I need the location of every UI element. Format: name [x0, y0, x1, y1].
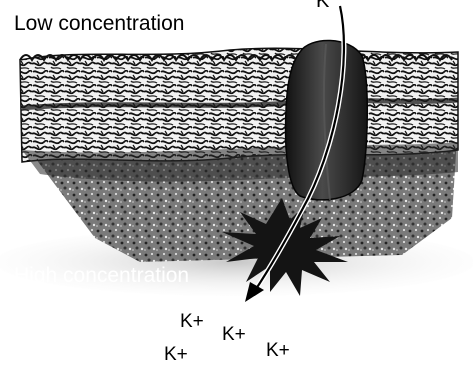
label-ion-entering: K [316, 0, 330, 12]
ion-k-4: K+ [266, 340, 290, 361]
ion-k-2: K+ [222, 324, 246, 345]
ion-k-3: K+ [164, 344, 188, 365]
label-low-concentration: Low concentration [14, 12, 184, 35]
label-high-concentration: High concentration [14, 264, 189, 287]
channel-protein [286, 40, 368, 199]
ion-k-1: K+ [180, 311, 204, 332]
